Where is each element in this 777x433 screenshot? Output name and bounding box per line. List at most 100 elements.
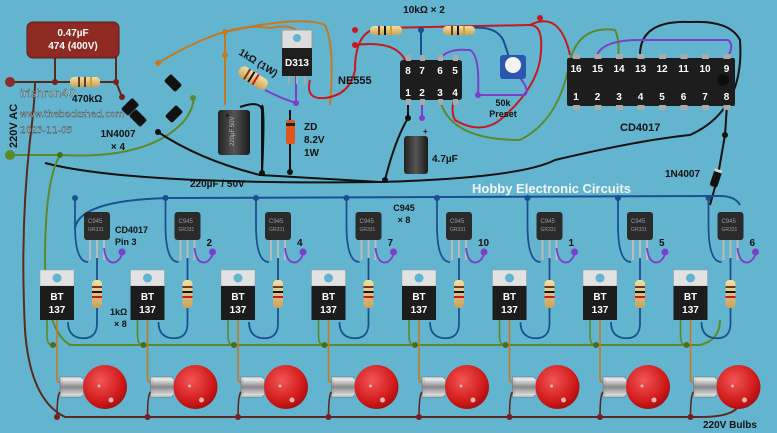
cd4017-pin-label: 13 [635, 64, 647, 75]
junction-dot [57, 152, 63, 158]
transistor-marking: C945 [450, 219, 465, 225]
cd4017-pin-label: 9 [724, 64, 730, 75]
junction-dot [419, 115, 425, 121]
bulbs-label: 220V Bulbs [703, 420, 757, 431]
timer-resistors-value: 10kΩ × 2 [403, 5, 445, 16]
transistor-marking: C945 [269, 219, 284, 225]
ne555-pin-label: 7 [419, 66, 425, 77]
cd4017-pin-label: 11 [678, 64, 689, 75]
x2-capacitor: 0.47µF 474 (400V) [26, 21, 120, 59]
transistor-marking: C945 [88, 219, 103, 225]
ne555-pin-label: 5 [452, 66, 458, 77]
x2-capacitor-code: 474 (400V) [48, 41, 97, 52]
gate-resistor-value: 1kΩ [110, 307, 127, 317]
transistor-marking: GR331 [450, 227, 466, 233]
triac-label-1: BT [412, 292, 425, 303]
transistor-marking: GR331 [722, 227, 738, 233]
cd4017-pin-label: 3 [616, 92, 622, 103]
junction-dot [722, 132, 728, 138]
voltage-regulator: D313 [281, 29, 313, 84]
junction-dot [222, 52, 228, 58]
junction-dot [352, 42, 358, 48]
ne555-pin-label: 8 [405, 66, 411, 77]
transistor-marking: C945 [722, 219, 737, 225]
gate-resistor [273, 280, 283, 308]
zener-line1: ZD [304, 122, 317, 133]
cd4017-pin-label: 8 [724, 92, 730, 103]
watermark: irishron40 www.thebackshed.com 2023-11-0… [20, 87, 124, 136]
timer-resistors: 10kΩ × 2 [370, 5, 475, 35]
channel-pin-label: 6 [750, 238, 756, 249]
triac-label-1: BT [593, 292, 606, 303]
bulb [421, 365, 489, 409]
junction-dot [190, 95, 196, 101]
bt137-triac: BT 137 [401, 269, 437, 320]
bridge-qty: × 4 [111, 142, 126, 153]
triac-label-2: 137 [682, 305, 699, 316]
junction-dot [475, 92, 481, 98]
transistor-marking: C945 [179, 219, 194, 225]
transistor-marking: GR331 [88, 227, 104, 233]
svg-text:+: + [423, 127, 428, 136]
junction-dot [287, 169, 293, 175]
transistor-marking: C945 [360, 219, 375, 225]
junction-dot [382, 177, 388, 183]
ac-input: 220V AC [5, 77, 20, 160]
junction-dot [352, 27, 358, 33]
watermark-site: www.thebackshed.com [20, 110, 124, 120]
channel-pin-label: 2 [207, 238, 213, 249]
watermark-date: 2023-11-05 [20, 126, 72, 136]
cd4017-pin-label: 10 [699, 64, 711, 75]
cd4017-pin-label: 2 [595, 92, 601, 103]
triac-label-1: BT [503, 292, 516, 303]
cd4017-part: CD4017 [620, 122, 660, 134]
gate-resistor [544, 280, 555, 308]
reset-diode: 1N4007 [665, 168, 723, 188]
triac-label-1: BT [50, 292, 63, 303]
bridge-rectifier: 1N4007 × 4 [100, 74, 183, 153]
bulb [59, 365, 127, 409]
ne555-pin-label: 1 [405, 88, 411, 99]
ne555-pin-label: 6 [437, 66, 443, 77]
zener-line2: 8.2V [304, 135, 325, 146]
transistor-marking: GR331 [269, 227, 285, 233]
triac-label-2: 137 [139, 305, 156, 316]
triac-label-1: BT [684, 292, 697, 303]
transistor-marking: C945 [541, 219, 556, 225]
gate-resistor [725, 280, 736, 308]
transistor-marking: GR331 [541, 227, 557, 233]
transistor-part: C945 [393, 203, 415, 213]
bleed-resistor: 470kΩ [70, 77, 102, 105]
bulb [150, 365, 218, 409]
junction-dot [418, 27, 424, 33]
zener-line3: 1W [304, 148, 320, 159]
gate-resistor [182, 280, 193, 308]
timing-capacitor: + 4.7µF [404, 127, 458, 174]
cd4017-pin-label: 1 [573, 92, 579, 103]
cd4017-pin-label: 12 [656, 64, 668, 75]
transistor-marking: GR331 [179, 227, 195, 233]
bulb [512, 365, 580, 409]
junction-dot [537, 15, 543, 21]
channel-pin-label: 5 [659, 238, 665, 249]
triac-label-2: 137 [320, 305, 337, 316]
ne555-pin-label: 4 [452, 88, 458, 99]
bt137-triac: BT 137 [673, 269, 708, 320]
svg-text:+: + [225, 111, 230, 120]
series-resistor: 1kΩ (1W) [236, 47, 279, 90]
transistor-qty: × 8 [398, 215, 411, 225]
triac-label-2: 137 [411, 305, 428, 316]
